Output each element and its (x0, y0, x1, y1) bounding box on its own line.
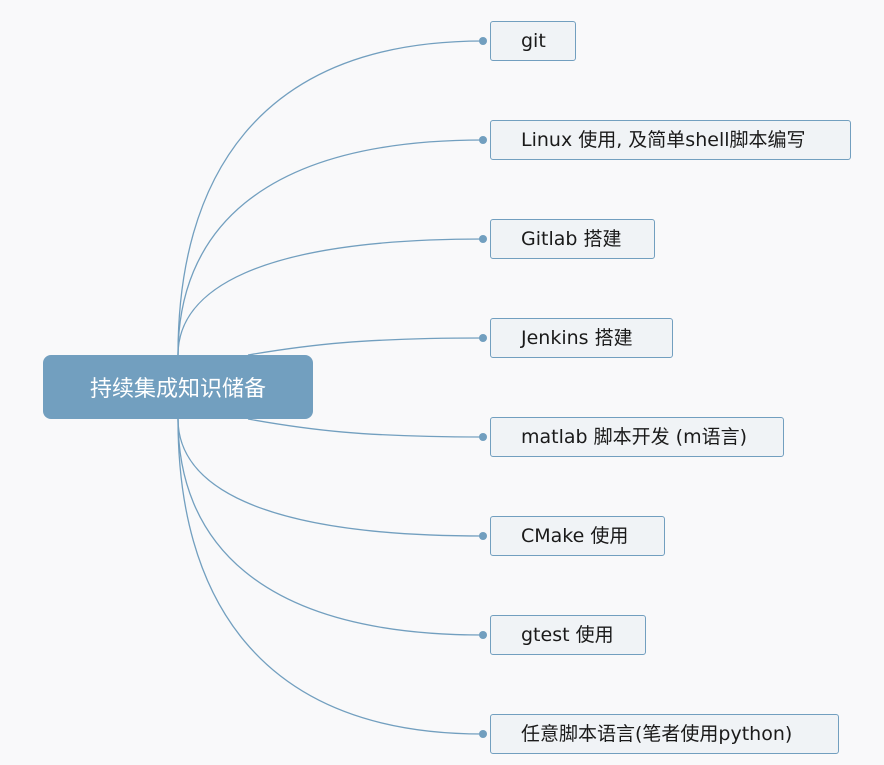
child-node-linux[interactable]: Linux 使用, 及简单shell脚本编写 (490, 120, 851, 160)
root-node[interactable]: 持续集成知识储备 (43, 355, 313, 419)
connector-dot (479, 37, 487, 45)
child-node-label: CMake 使用 (521, 525, 629, 547)
connector-line (177, 418, 484, 537)
child-node-label: gtest 使用 (521, 624, 614, 646)
connector-line (247, 418, 484, 438)
connector-line (177, 40, 484, 356)
connector-dot (479, 136, 487, 144)
root-node-label: 持续集成知识储备 (89, 377, 266, 402)
child-node-label: matlab 脚本开发 (m语言) (521, 426, 747, 448)
child-node-label: Gitlab 搭建 (521, 228, 622, 250)
child-node-label: git (521, 30, 546, 52)
child-node-label: Linux 使用, 及简单shell脚本编写 (521, 129, 806, 151)
child-node-gtest[interactable]: gtest 使用 (490, 615, 646, 655)
connector-line (177, 139, 484, 356)
child-node-cmake[interactable]: CMake 使用 (490, 516, 665, 556)
connector-dot (479, 334, 487, 342)
connector-line (177, 238, 484, 356)
child-node-label: 任意脚本语言(笔者使用python) (521, 723, 793, 745)
child-node-jenkins[interactable]: Jenkins 搭建 (490, 318, 673, 358)
connector-line (247, 337, 484, 356)
connector-line (177, 418, 484, 636)
connector-dot (479, 532, 487, 540)
child-node-gitlab[interactable]: Gitlab 搭建 (490, 219, 655, 259)
connector-dot (479, 631, 487, 639)
child-node-script-language[interactable]: 任意脚本语言(笔者使用python) (490, 714, 839, 754)
connector-dot (479, 235, 487, 243)
connector-line (177, 418, 484, 735)
child-node-label: Jenkins 搭建 (521, 327, 633, 349)
child-node-matlab[interactable]: matlab 脚本开发 (m语言) (490, 417, 784, 457)
connector-dot (479, 433, 487, 441)
child-node-git[interactable]: git (490, 21, 576, 61)
connector-dot (479, 730, 487, 738)
